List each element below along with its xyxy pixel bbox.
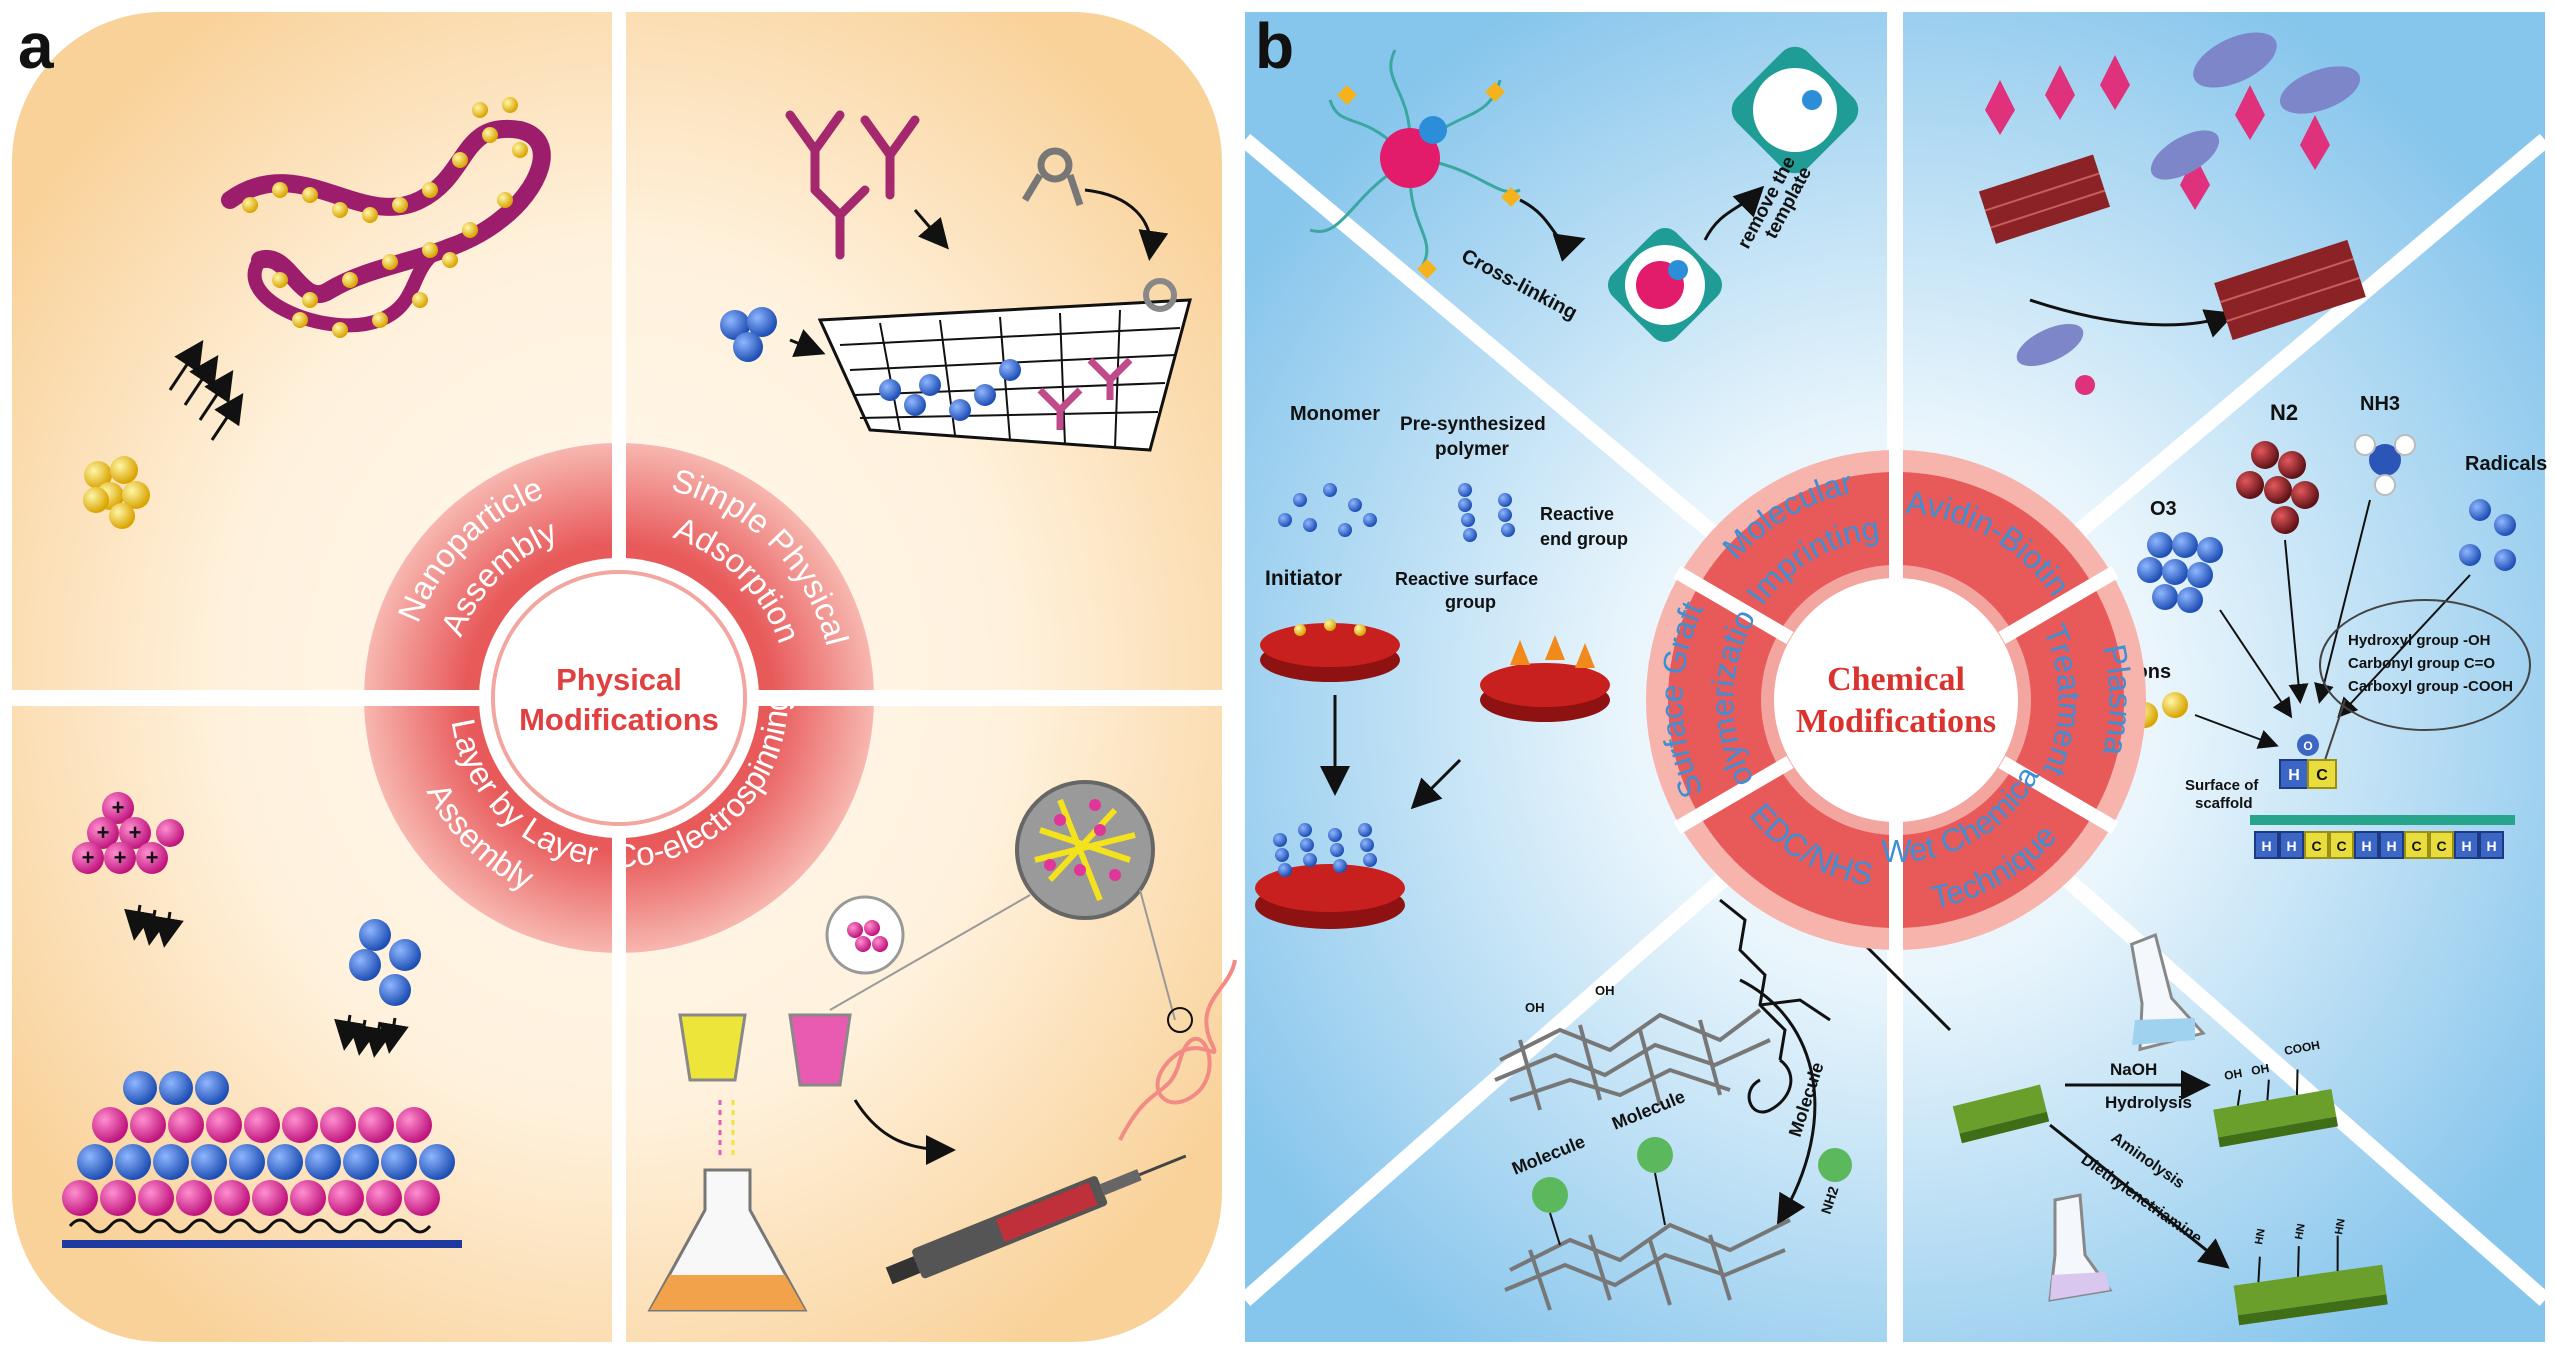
hc-block-label: C <box>2411 838 2421 854</box>
svg-text:OH: OH <box>2223 1066 2243 1083</box>
hc-block-label: H <box>2386 838 2396 854</box>
svg-text:HN: HN <box>2253 1228 2268 1246</box>
label-radicals: Radicals <box>2465 453 2547 475</box>
hc-block-label: H <box>2261 838 2271 854</box>
svg-text:+: + <box>129 820 142 845</box>
chemical-center-line2: Modifications <box>1796 703 1996 740</box>
hc-block <box>2279 831 2304 859</box>
hc-block <box>2404 831 2429 859</box>
label-carboxyl: Carboxyl group -COOH <box>2348 678 2513 695</box>
label-reactive-surface-2: group <box>1445 592 1496 612</box>
label-surface-2: scaffold <box>2195 795 2253 812</box>
svg-text:+: + <box>112 795 125 820</box>
svg-text:OH: OH <box>1595 983 1615 998</box>
panel-a: a <box>0 0 1240 1355</box>
svg-text:C: C <box>2316 767 2328 784</box>
panel-a-letter: a <box>18 10 54 82</box>
svg-text:O: O <box>2303 739 2312 753</box>
svg-text:+: + <box>82 845 95 870</box>
hc-block-label: H <box>2461 838 2471 854</box>
hc-block <box>2354 831 2379 859</box>
svg-text:H: H <box>2288 767 2300 784</box>
hc-block-label: H <box>2286 838 2296 854</box>
hc-block <box>2429 831 2454 859</box>
label-surface-1: Surface of <box>2185 777 2259 794</box>
label-nh3: NH3 <box>2360 393 2400 415</box>
hc-block <box>2329 831 2354 859</box>
label-reactive-surface-1: Reactive surface <box>1395 569 1538 589</box>
hc-block-label: C <box>2336 838 2346 854</box>
hc-block <box>2454 831 2479 859</box>
label-o3: O3 <box>2150 498 2177 520</box>
svg-text:+: + <box>146 845 159 870</box>
label-hydroxyl: Hydroxyl group -OH <box>2348 632 2491 649</box>
svg-text:OH: OH <box>2250 1061 2270 1078</box>
chemical-ring <box>1646 445 2146 955</box>
panel-b-letter: b <box>1255 10 1294 82</box>
physical-center-line1: Physical <box>556 662 682 697</box>
avidin-biotin-illustration <box>1978 32 2366 395</box>
label-presynth-1: Pre-synthesized <box>1400 414 1546 435</box>
svg-text:HN: HN <box>2293 1223 2308 1241</box>
physical-ring <box>360 440 878 956</box>
hc-block <box>2304 831 2329 859</box>
hc-block <box>2254 831 2279 859</box>
label-initiator: Initiator <box>1265 567 1342 590</box>
co-electrospinning-illustration <box>647 780 1237 1312</box>
svg-text:COOH: COOH <box>2283 1038 2321 1058</box>
svg-text:+: + <box>97 820 110 845</box>
label-hydrolysis: Hydrolysis <box>2105 1093 2192 1112</box>
layer-by-layer-illustration: ++ ++ ++ <box>62 792 462 1248</box>
label-carbonyl: Carbonyl group C=O <box>2348 655 2495 672</box>
plasma-illustration: N2 NH3 Radicals O3 Ions <box>2130 393 2547 859</box>
label-naoh: NaOH <box>2110 1060 2157 1079</box>
svg-text:OH: OH <box>1525 1000 1545 1015</box>
label-presynth-2: polymer <box>1435 439 1510 460</box>
physical-center-line2: Modifications <box>519 702 719 737</box>
chemical-center-line1: Chemical <box>1827 661 1965 698</box>
hc-block <box>2479 831 2504 859</box>
label-monomer: Monomer <box>1290 403 1380 425</box>
label-reactive-end-1: Reactive <box>1540 504 1614 524</box>
hc-block-label: C <box>2311 838 2321 854</box>
edc-nhs-illustration: OH OH Molecule Molecule Molecule NH2 <box>1494 898 1952 1311</box>
physical-adsorption-illustration <box>720 110 1192 452</box>
hc-block-label: C <box>2436 838 2446 854</box>
label-n2: N2 <box>2270 400 2298 425</box>
hc-block-label: H <box>2486 838 2496 854</box>
nanoparticle-assembly-illustration <box>83 97 551 529</box>
surface-graft-illustration: Monomer Pre-synthesized polymer Reactive… <box>1255 403 1628 929</box>
svg-text:+: + <box>114 845 127 870</box>
hc-block <box>2379 831 2404 859</box>
hc-block-label: H <box>2361 838 2371 854</box>
label-reactive-end-2: end group <box>1540 529 1628 549</box>
svg-text:HN: HN <box>2333 1218 2348 1236</box>
